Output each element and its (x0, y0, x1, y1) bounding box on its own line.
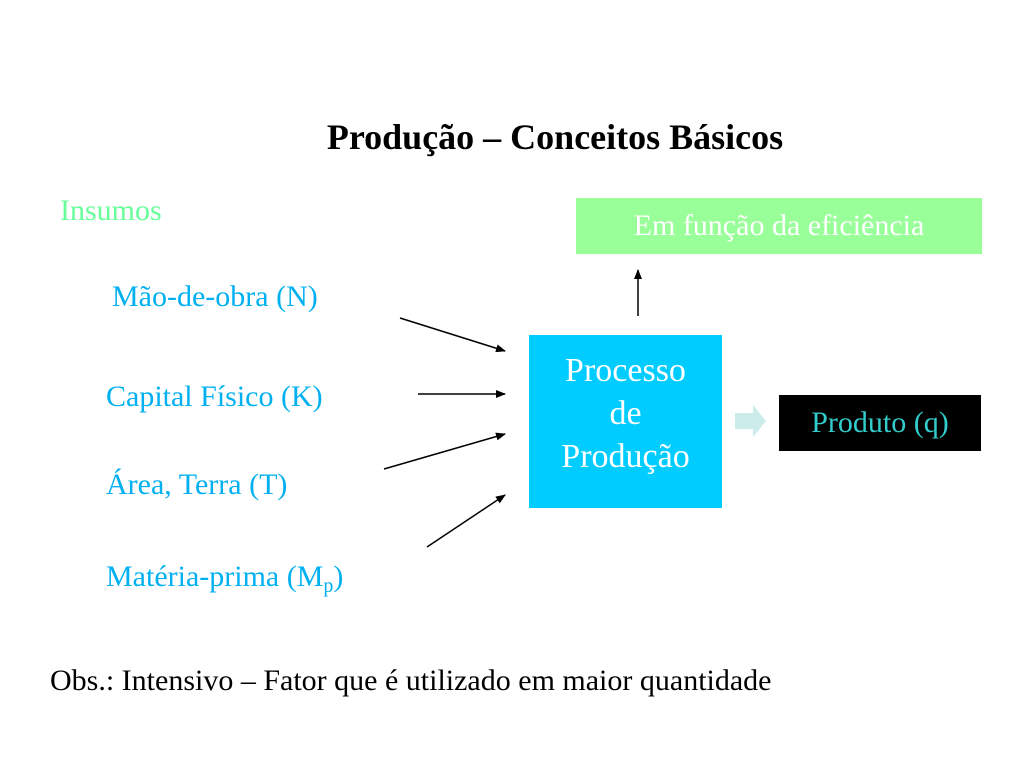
slide-title: Produção – Conceitos Básicos (326, 117, 784, 157)
arrow-labor-to-process (399, 317, 506, 353)
observation-text: Obs.: Intensivo – Fator que é utilizado … (50, 664, 772, 697)
block-arrow-to-output (735, 405, 766, 437)
efficiency-box: Em função da eficiência (576, 198, 982, 254)
arrow-land-to-process (383, 432, 506, 470)
input-labor-label: Mão-de-obra (N) (112, 280, 318, 313)
process-line-1: Processo (565, 352, 686, 389)
inputs-header: Insumos (60, 194, 162, 227)
process-line-3: Produção (561, 438, 690, 475)
arrow-raw-material-to-process (426, 494, 506, 548)
production-process-box: Processo de Produção (529, 335, 722, 508)
process-line-2: de (609, 395, 642, 432)
raw-material-suffix: ) (333, 560, 344, 593)
output-box: Produto (q) (779, 395, 981, 451)
raw-material-subscript: p (323, 575, 334, 597)
input-capital-label: Capital Físico (K) (106, 380, 323, 413)
raw-material-prefix: Matéria-prima (M (106, 560, 324, 593)
input-raw-material-label: Matéria-prima (Mp) (106, 560, 343, 598)
input-land-label: Área, Terra (T) (106, 468, 288, 501)
